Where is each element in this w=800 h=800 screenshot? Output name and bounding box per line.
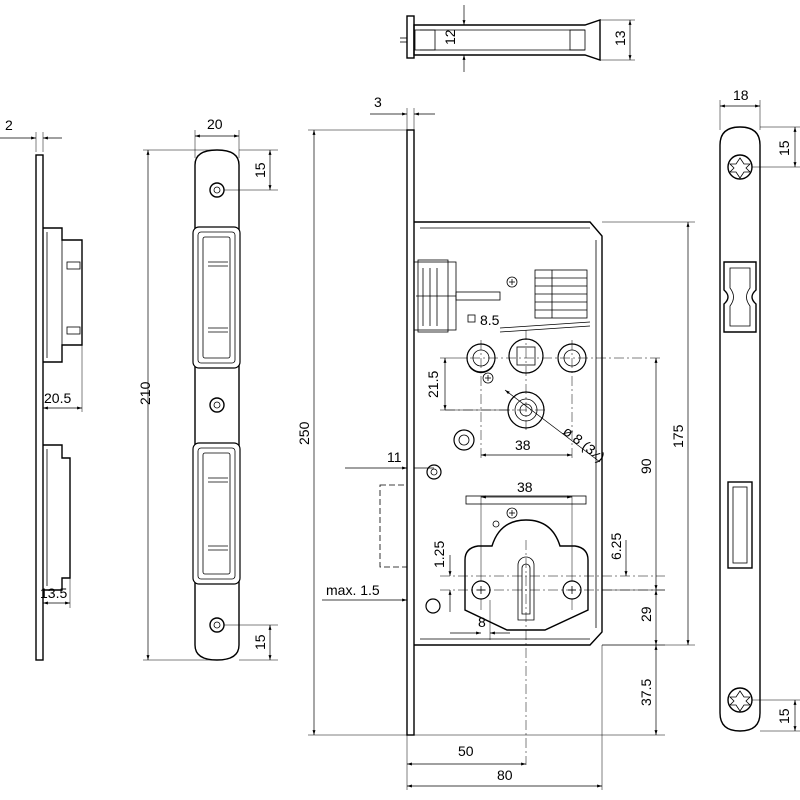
dim-strike-offset: 13.5 [40,585,67,601]
dim-90: 90 [638,458,654,474]
dim-right-top: 15 [776,140,792,156]
dim-right-bottom: 15 [776,708,792,724]
dim-37-5: 37.5 [638,679,654,706]
dim-screw-top: 15 [252,162,268,178]
lock-top-view: 12 13 [400,5,635,72]
dim-faceplate-offset: 3 [374,94,382,110]
faceplate-front-view: 20 210 15 15 [137,116,278,661]
dim-backset-11: 11 [387,449,402,465]
lock-body-main-view: 8.5 21.5 38 ø 8 (3 [296,94,695,790]
dim-cyl-width: 8 [478,614,486,630]
dim-width-80: 80 [497,767,513,783]
dim-cyl-top: 6.25 [608,533,624,560]
dim-cyl-offset: 1.25 [431,541,447,568]
dim-29: 29 [638,606,654,622]
dim-175: 175 [670,424,686,448]
right-faceplate-view: 18 15 15 [719,87,800,732]
dim-hole-diameter: ø 8 (3x) [560,423,608,465]
dim-faceplate-length: 210 [137,381,153,405]
strike-plate-side-view: 2 20.5 13.5 [0,117,83,661]
dim-max-15: max. 1.5 [326,582,380,598]
dim-overall-height: 250 [296,421,312,445]
dim-strike-depth: 20.5 [44,390,71,406]
dim-hole-square: 8.5 [480,312,500,328]
dim-right-width: 18 [733,87,749,103]
dim-strike-thickness: 2 [5,117,13,133]
dim-hole-offset: 21.5 [425,371,441,398]
dim-cyl-distance: 38 [517,479,533,495]
dim-top-inner: 12 [442,29,458,45]
dim-backset-50: 50 [458,743,474,759]
dim-top-outer: 13 [612,30,628,46]
dim-screw-bottom: 15 [252,634,268,650]
dim-faceplate-width: 20 [207,116,223,132]
dim-hole-distance: 38 [515,437,531,453]
